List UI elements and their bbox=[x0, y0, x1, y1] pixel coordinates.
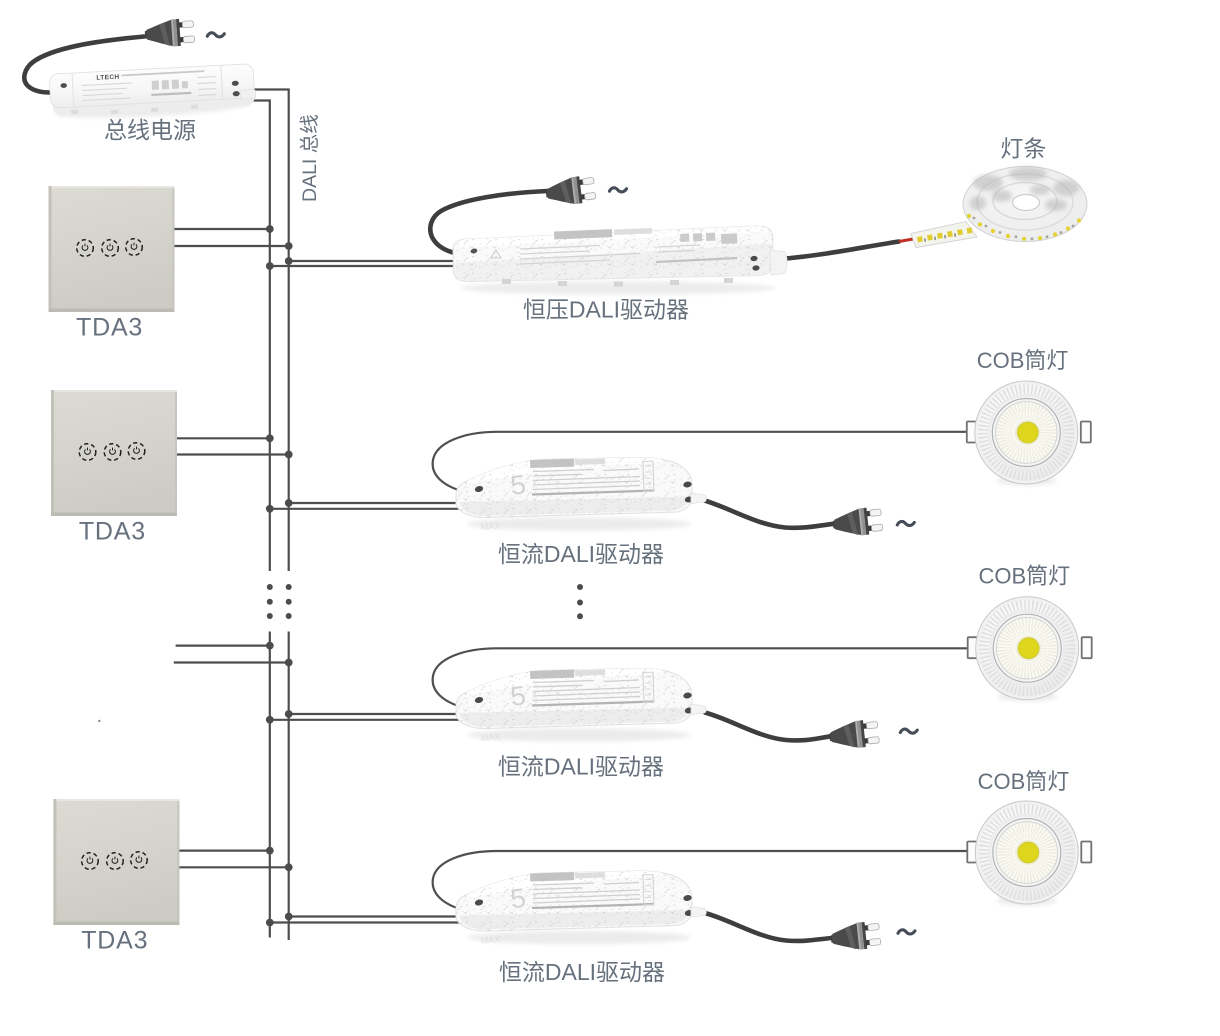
svg-text:LTECH: LTECH bbox=[96, 74, 120, 82]
svg-text:灯条: 灯条 bbox=[1000, 136, 1046, 162]
svg-text:恒压DALI驱动器: 恒压DALI驱动器 bbox=[523, 297, 689, 323]
svg-text:恒流DALI驱动器: 恒流DALI驱动器 bbox=[498, 541, 664, 567]
svg-text:恒流DALI驱动器: 恒流DALI驱动器 bbox=[499, 959, 665, 985]
svg-text:总线电源: 总线电源 bbox=[104, 117, 196, 143]
svg-text:COB筒灯: COB筒灯 bbox=[978, 769, 1070, 794]
svg-text:COB筒灯: COB筒灯 bbox=[978, 564, 1070, 589]
svg-text:恒流DALI驱动器: 恒流DALI驱动器 bbox=[498, 754, 664, 780]
svg-text:TDA3: TDA3 bbox=[76, 314, 143, 342]
svg-text:COB筒灯: COB筒灯 bbox=[977, 348, 1069, 373]
svg-text:DALI 总线: DALI 总线 bbox=[299, 114, 321, 202]
svg-text:TDA3: TDA3 bbox=[79, 518, 146, 546]
svg-text:TDA3: TDA3 bbox=[81, 927, 148, 955]
